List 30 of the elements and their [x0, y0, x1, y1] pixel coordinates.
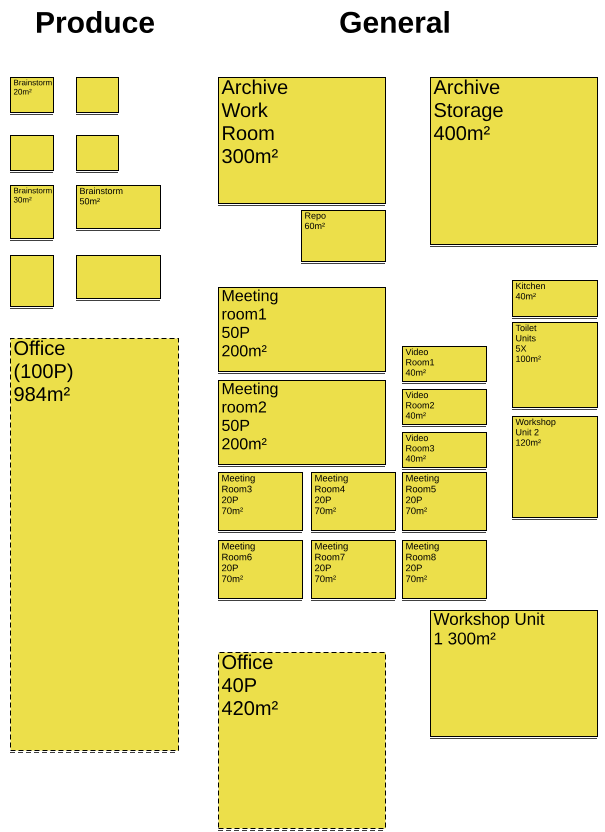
room-box: Meeting room2 50P 200m² [218, 380, 386, 467]
section-heading: General [340, 10, 449, 33]
room-box: Meeting room1 50P 200m² [218, 287, 386, 374]
empty-room-box [76, 255, 161, 301]
empty-room-box [76, 135, 119, 173]
empty-room-box [10, 255, 54, 309]
room-box: Brainstorm 50m² [76, 185, 161, 231]
empty-room-box [10, 135, 54, 173]
room-box: Repo 60m² [300, 210, 386, 264]
room-box: Meeting Room4 20P 70m² [310, 472, 396, 533]
room-box: Meeting Room7 20P 70m² [310, 540, 396, 601]
room-box: Office (100P) 984m² [10, 338, 179, 753]
section-heading: Produce [37, 10, 154, 33]
room-box: Video Room1 40m² [402, 346, 487, 384]
room-box: Meeting Room3 20P 70m² [218, 472, 303, 533]
room-box: Archive Work Room 300m² [218, 77, 386, 206]
room-box: Brainstorm 20m² [10, 77, 54, 115]
room-box: Brainstorm 30m² [10, 185, 54, 241]
room-box: Video Room3 40m² [402, 432, 487, 470]
room-box: Kitchen 40m² [512, 280, 598, 319]
room-box: Meeting Room5 20P 70m² [402, 472, 487, 533]
room-box: Office 40P 420m² [218, 652, 386, 831]
room-box: Toilet Units 5X 100m² [512, 322, 598, 410]
room-box: Video Room2 40m² [402, 389, 487, 427]
room-box: Meeting Room8 20P 70m² [402, 540, 487, 601]
room-box: Workshop Unit 1 300m² [430, 610, 598, 739]
room-box: Meeting Room6 20P 70m² [218, 540, 303, 601]
room-box: Archive Storage 400m² [430, 77, 598, 247]
room-box: Workshop Unit 2 120m² [512, 416, 598, 520]
empty-room-box [76, 77, 119, 115]
